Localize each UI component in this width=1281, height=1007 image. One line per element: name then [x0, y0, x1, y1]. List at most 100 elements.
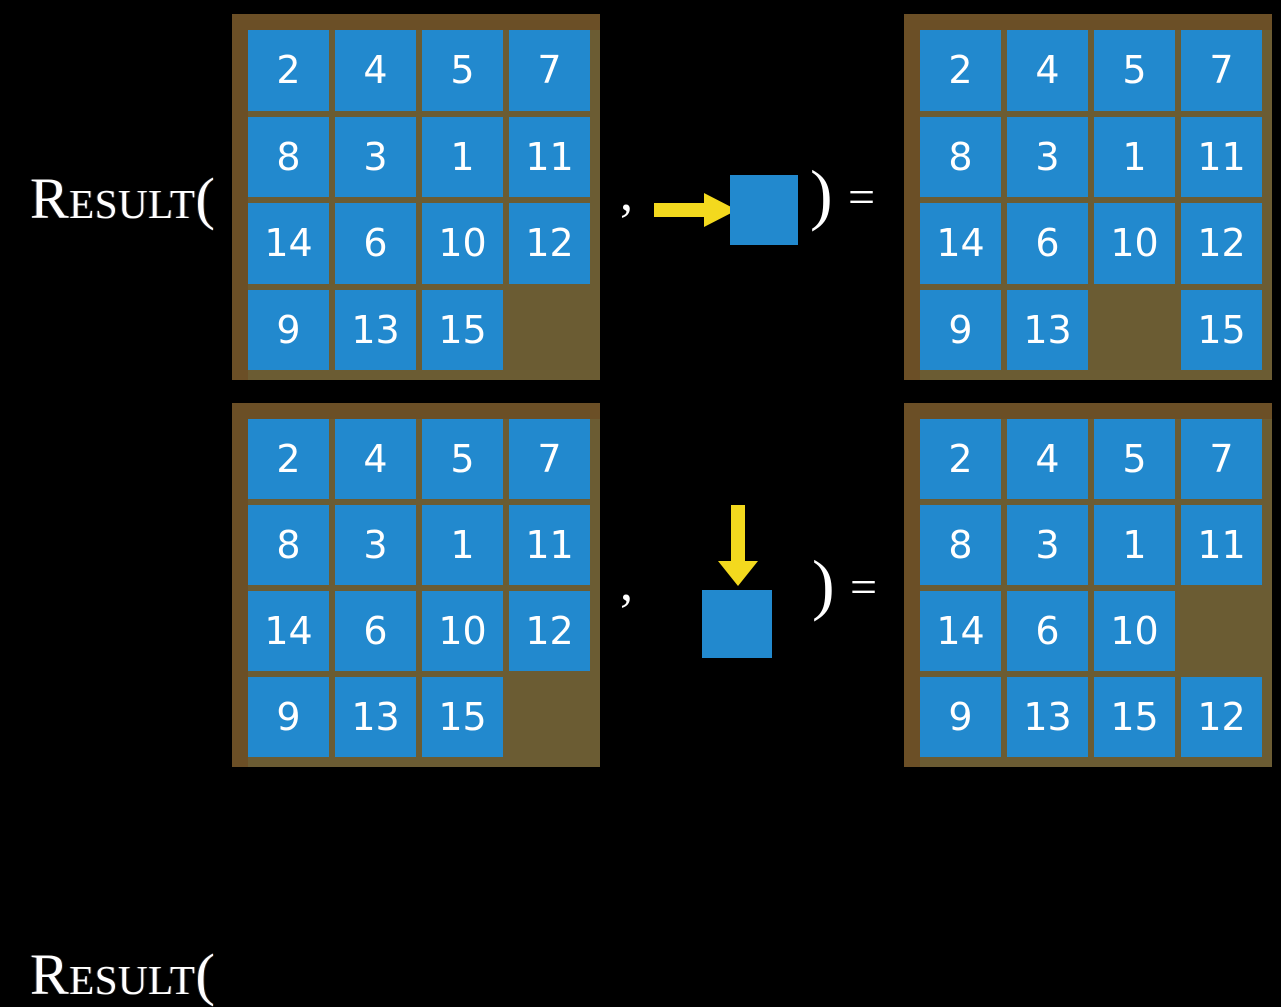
puzzle-tile[interactable]: 4: [1007, 30, 1088, 111]
puzzle-tile[interactable]: 11: [1181, 505, 1262, 585]
puzzle-tile[interactable]: 15: [422, 677, 503, 757]
puzzle-tile[interactable]: 14: [920, 591, 1001, 671]
puzzle-tile[interactable]: 4: [335, 30, 416, 111]
puzzle-tile[interactable]: 3: [1007, 505, 1088, 585]
tile-cell[interactable]: 3: [335, 116, 416, 197]
puzzle-tile[interactable]: 5: [1094, 30, 1175, 111]
puzzle-tile[interactable]: 1: [422, 116, 503, 197]
tile-cell[interactable]: 9: [920, 677, 1001, 757]
puzzle-tile-blank[interactable]: [509, 290, 590, 371]
puzzle-tile[interactable]: 11: [509, 505, 590, 585]
puzzle-tile[interactable]: 3: [1007, 116, 1088, 197]
puzzle-tile[interactable]: 1: [422, 505, 503, 585]
puzzle-tile[interactable]: 7: [509, 30, 590, 111]
puzzle-tile[interactable]: 10: [1094, 591, 1175, 671]
tile-cell[interactable]: 3: [335, 505, 416, 585]
empty-slot[interactable]: [1181, 591, 1262, 671]
blank-tile-target-bottom[interactable]: [702, 590, 772, 658]
tile-cell[interactable]: 13: [1007, 289, 1088, 370]
puzzle-tile[interactable]: 13: [335, 677, 416, 757]
tile-cell[interactable]: 10: [422, 203, 503, 284]
puzzle-tile[interactable]: 6: [335, 591, 416, 671]
output-board-bottom[interactable]: 2 4 5 7 8 3 1 11 14 6 10 9 13 15 12: [904, 403, 1272, 767]
tile-cell[interactable]: 15: [422, 289, 503, 370]
tile-cell[interactable]: 2: [920, 419, 1001, 499]
tile-cell[interactable]: 5: [1094, 30, 1175, 111]
puzzle-tile[interactable]: 6: [1007, 591, 1088, 671]
tile-cell[interactable]: 11: [509, 116, 590, 197]
puzzle-tile[interactable]: 14: [248, 203, 329, 284]
tile-cell[interactable]: 12: [509, 591, 590, 671]
tile-cell[interactable]: 13: [335, 289, 416, 370]
puzzle-tile[interactable]: 15: [1181, 289, 1262, 370]
tile-cell[interactable]: 6: [335, 591, 416, 671]
puzzle-tile[interactable]: 5: [422, 419, 503, 499]
empty-slot[interactable]: [509, 677, 590, 757]
tile-cell[interactable]: 9: [248, 289, 329, 370]
puzzle-tile[interactable]: 15: [422, 289, 503, 370]
tile-cell[interactable]: 11: [1181, 505, 1262, 585]
puzzle-tile[interactable]: 9: [920, 677, 1001, 757]
puzzle-tile[interactable]: 14: [248, 591, 329, 671]
tile-cell[interactable]: 14: [920, 203, 1001, 284]
puzzle-tile[interactable]: 6: [1007, 203, 1088, 284]
input-board-bottom[interactable]: 2 4 5 7 8 3 1 11 14 6 10 12 9 13 15: [232, 403, 600, 767]
puzzle-tile[interactable]: 9: [248, 677, 329, 757]
tile-cell[interactable]: 1: [422, 505, 503, 585]
puzzle-tile[interactable]: 5: [422, 30, 503, 111]
puzzle-tile[interactable]: 12: [1181, 677, 1262, 757]
puzzle-tile[interactable]: 1: [1094, 116, 1175, 197]
tile-cell[interactable]: 1: [1094, 116, 1175, 197]
tile-cell[interactable]: 7: [1181, 30, 1262, 111]
tile-cell[interactable]: 10: [422, 591, 503, 671]
tile-cell[interactable]: 15: [1181, 289, 1262, 370]
tile-cell[interactable]: 15: [1094, 677, 1175, 757]
puzzle-tile[interactable]: 3: [335, 505, 416, 585]
tile-cell[interactable]: 12: [1181, 677, 1262, 757]
puzzle-tile[interactable]: 13: [335, 289, 416, 370]
tile-cell[interactable]: 13: [1007, 677, 1088, 757]
puzzle-tile[interactable]: 7: [509, 419, 590, 499]
puzzle-tile[interactable]: 4: [1007, 419, 1088, 499]
puzzle-tile[interactable]: 8: [248, 505, 329, 585]
tile-cell[interactable]: 8: [248, 116, 329, 197]
tile-cell[interactable]: 7: [509, 30, 590, 111]
puzzle-tile[interactable]: 9: [248, 289, 329, 370]
empty-slot[interactable]: [509, 290, 590, 371]
puzzle-tile[interactable]: 13: [1007, 677, 1088, 757]
puzzle-tile[interactable]: 11: [509, 116, 590, 197]
puzzle-tile[interactable]: 7: [1181, 30, 1262, 111]
puzzle-tile[interactable]: 11: [1181, 116, 1262, 197]
tile-cell[interactable]: 7: [509, 419, 590, 499]
tile-cell[interactable]: 1: [1094, 505, 1175, 585]
tile-cell[interactable]: 8: [920, 116, 1001, 197]
empty-slot[interactable]: [1094, 290, 1175, 371]
tile-cell[interactable]: 11: [509, 505, 590, 585]
puzzle-tile[interactable]: 6: [335, 203, 416, 284]
puzzle-tile[interactable]: 15: [1094, 677, 1175, 757]
tile-cell[interactable]: 14: [248, 591, 329, 671]
tile-cell[interactable]: 14: [920, 591, 1001, 671]
tile-cell[interactable]: 4: [1007, 30, 1088, 111]
blank-tile-target-top[interactable]: [730, 175, 798, 245]
puzzle-tile-blank[interactable]: [1181, 591, 1262, 671]
tile-cell[interactable]: 5: [422, 419, 503, 499]
tile-cell[interactable]: 14: [248, 203, 329, 284]
puzzle-tile[interactable]: 13: [1007, 289, 1088, 370]
puzzle-tile[interactable]: 2: [920, 30, 1001, 111]
puzzle-tile[interactable]: 2: [248, 419, 329, 499]
tile-cell[interactable]: 2: [248, 30, 329, 111]
puzzle-tile[interactable]: 1: [1094, 505, 1175, 585]
puzzle-tile[interactable]: 10: [422, 203, 503, 284]
puzzle-tile[interactable]: 10: [422, 591, 503, 671]
puzzle-tile-blank[interactable]: [1094, 290, 1175, 371]
puzzle-tile[interactable]: 8: [920, 505, 1001, 585]
puzzle-tile[interactable]: 8: [248, 116, 329, 197]
puzzle-tile[interactable]: 14: [920, 203, 1001, 284]
puzzle-tile[interactable]: 2: [248, 30, 329, 111]
puzzle-tile[interactable]: 10: [1094, 203, 1175, 284]
puzzle-tile[interactable]: 12: [509, 203, 590, 284]
puzzle-tile[interactable]: 7: [1181, 419, 1262, 499]
tile-cell[interactable]: 7: [1181, 419, 1262, 499]
puzzle-tile[interactable]: 12: [1181, 203, 1262, 284]
